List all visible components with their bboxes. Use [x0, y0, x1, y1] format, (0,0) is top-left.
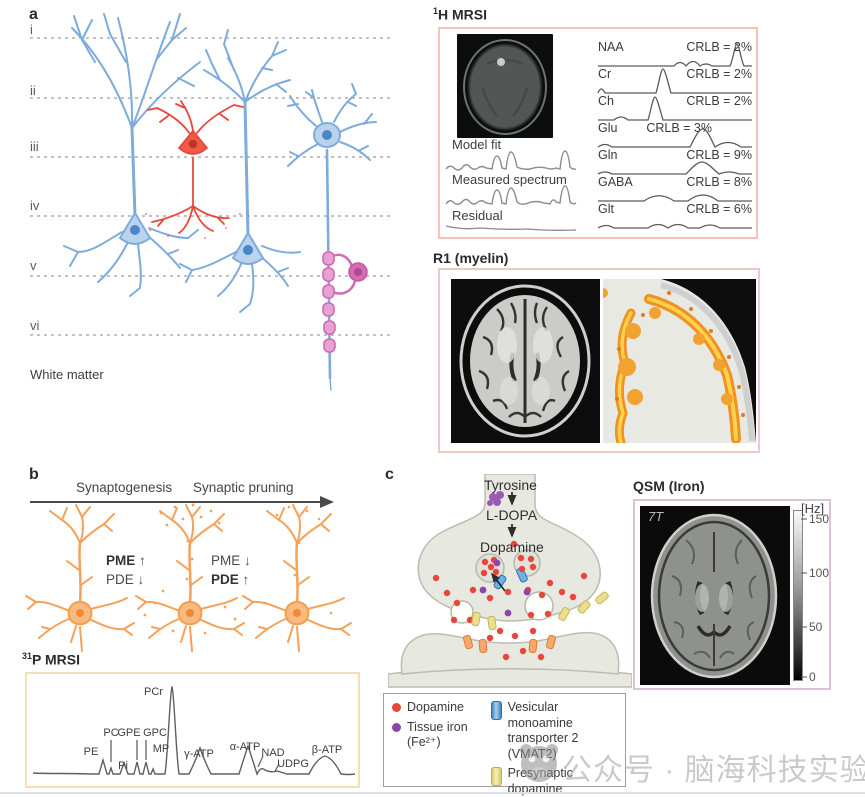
dopamine-synapse-illustration: [388, 474, 632, 688]
layer-divider-lines: [30, 37, 392, 336]
p31-spectrum: PE PC Pi GPE GPC MP PCr γ-ATP α-ATP NAD …: [32, 685, 356, 776]
dendritic-spines-right: [263, 505, 333, 615]
metabolite-row-ch: Ch CRLB = 2%: [596, 93, 756, 121]
bottom-divider: [0, 792, 865, 794]
qsm-colorbar: [793, 510, 803, 681]
hmrsi-panel: Model fit Measured spectrum Residual NAA…: [438, 27, 758, 239]
pme-pde-annotation-1: PME ↑ PDE ↓: [106, 553, 146, 587]
hmrsi-title: 1H MRSI: [433, 6, 488, 23]
r1-panel: [438, 268, 760, 453]
dat-cylinder-icon: [490, 767, 502, 786]
orange-neurons-illustration: [24, 503, 353, 653]
colorbar-tick-marks: [801, 518, 807, 678]
layer-label-ii: ii: [30, 83, 36, 98]
watermark-panda-icon: [520, 744, 558, 782]
pyramidal-neuron-2: [179, 29, 301, 313]
peak-label-pc: PC: [103, 727, 118, 739]
presynaptic-dopamine-transporters: [471, 591, 609, 631]
metabolite-row-glu: Glu CRLB = 3%: [596, 120, 756, 148]
residual-label: Residual: [452, 208, 503, 223]
peak-label-pe: PE: [84, 746, 99, 758]
white-matter-label: White matter: [30, 367, 104, 382]
panel-b-label: b: [29, 466, 39, 483]
layer-label-vi: vi: [30, 318, 40, 333]
legend-item-dopamine: Dopamine: [392, 700, 491, 716]
measured-spectrum-label: Measured spectrum: [452, 172, 567, 187]
metabolite-row-gln: Gln CRLB = 9%: [596, 147, 756, 175]
development-axis-arrow: [30, 496, 334, 508]
metabolite-row-gaba: GABA CRLB = 8%: [596, 174, 756, 202]
model-fit-trace: [445, 150, 577, 171]
peak-label-udpg: UDPG: [277, 758, 309, 770]
colorbar-tick-100: 100: [809, 566, 830, 580]
peak-label-gamma-atp: γ-ATP: [184, 748, 214, 760]
legend-column-left: Dopamine Tissue iron (Fe²⁺): [392, 700, 491, 797]
r1-zoom-overlay-image: [603, 279, 756, 443]
peak-label-gpc: GPC: [143, 727, 167, 739]
metabolite-row-cr: Cr CRLB = 2%: [596, 66, 756, 94]
peak-label-gpe: GPE: [117, 727, 140, 739]
residual-trace: [445, 225, 577, 231]
red-interneuron: [145, 100, 244, 239]
membrane-invagination-left: [450, 600, 474, 624]
layer-label-iv: iv: [30, 198, 40, 213]
pme-pde-annotation-2: PME ↓ PDE ↑: [211, 553, 251, 587]
dopamine-label: Dopamine: [480, 539, 544, 555]
peak-label-mp: MP: [153, 743, 170, 755]
peak-label-alpha-atp: α-ATP: [230, 741, 261, 753]
qsm-title: QSM (Iron): [633, 478, 705, 494]
metabolite-row-glt: Glt CRLB = 6%: [596, 201, 756, 229]
qsm-panel: 7T [Hz] 150 100 50 0: [633, 499, 831, 690]
tissue-iron-dots: [479, 559, 531, 617]
measured-spectrum-trace: [445, 185, 577, 205]
vmat2-transporters: [491, 567, 528, 592]
tyrosine-label: Tyrosine: [484, 477, 537, 493]
dopamine-dot-icon: [392, 703, 401, 712]
model-fit-label: Model fit: [452, 137, 502, 152]
peak-label-pcr: PCr: [144, 686, 163, 698]
watermark-text: 公众号 · 脑海科技实验室: [562, 754, 865, 787]
qsm-brain-image: [640, 506, 790, 685]
colorbar-tick-150: 150: [809, 512, 830, 526]
legend-item-tissue-iron: Tissue iron (Fe²⁺): [392, 720, 491, 751]
ldopa-label: L-DOPA: [486, 507, 538, 523]
peak-label-nad: NAD: [261, 747, 284, 759]
hmrsi-brain-image: [457, 34, 553, 138]
layer-label-i: i: [30, 22, 33, 37]
iron-dot-icon: [392, 722, 401, 732]
vmat2-cylinder-icon: [490, 701, 502, 720]
postsynaptic-terminal: [400, 631, 620, 675]
r1-brain-image: [451, 279, 600, 443]
layer-label-iii: iii: [30, 139, 39, 154]
layer-label-v: v: [30, 258, 37, 273]
dendritic-spines-middle: [143, 503, 237, 635]
panel-a-label: a: [29, 6, 38, 23]
panel-c-label: c: [385, 466, 394, 483]
colorbar-tick-50: 50: [809, 620, 823, 634]
postsynaptic-dopamine-receptors: [462, 634, 557, 654]
oligodendrocyte: [322, 251, 368, 353]
r1-title: R1 (myelin): [433, 250, 509, 266]
colorbar-tick-0: 0: [809, 670, 816, 684]
colorbar-unit: [Hz]: [801, 501, 825, 516]
pyramidal-neuron-1: [63, 13, 201, 297]
field-strength-label: 7T: [648, 509, 664, 524]
p31-panel: PE PC Pi GPE GPC MP PCr γ-ATP α-ATP NAD …: [25, 672, 360, 788]
peak-label-beta-atp: β-ATP: [312, 744, 343, 756]
synaptogenesis-label: Synaptogenesis: [76, 480, 173, 495]
enzyme-cluster-icon: [487, 491, 504, 506]
p31-title: 31P MRSI: [22, 651, 80, 668]
peak-label-pi: Pi: [118, 760, 128, 772]
cortical-layers-illustration: [30, 13, 392, 391]
metabolite-row-naa: NAA CRLB = 2%: [596, 39, 756, 68]
presynaptic-terminal: [417, 474, 601, 622]
dopamine-molecules: [432, 540, 588, 661]
synaptic-pruning-label: Synaptic pruning: [193, 480, 294, 495]
metabolite-spectra-list: NAA CRLB = 2% Cr CRLB = 2% Ch CRLB = 2% …: [596, 39, 756, 229]
projection-neuron: [287, 83, 377, 391]
